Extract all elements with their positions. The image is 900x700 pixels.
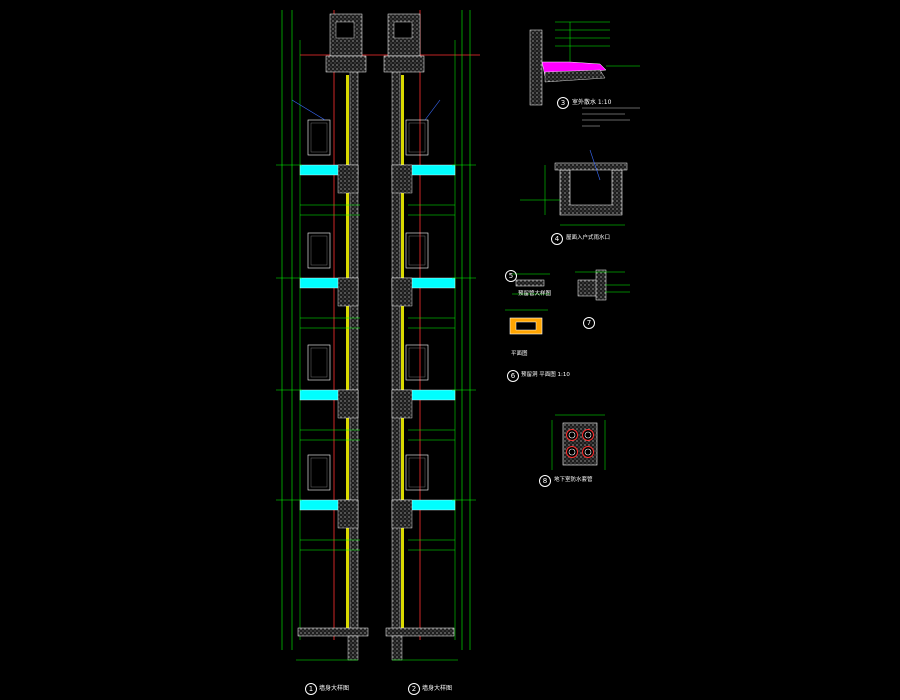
detail-8-title: 地下室防水套管 <box>554 477 593 483</box>
detail-marker-2: 2 <box>408 683 420 695</box>
left-wall-section <box>276 10 369 661</box>
detail-marker-6: 6 <box>507 370 519 382</box>
detail-marker-8: 8 <box>539 475 551 487</box>
detail-marker-7: 7 <box>583 317 595 329</box>
axis-lines <box>300 10 480 640</box>
detail-marker-4: 4 <box>551 233 563 245</box>
detail-3-apron <box>529 21 640 127</box>
detail-6-opening-plan <box>505 309 548 335</box>
detail-8-sleeves <box>551 414 606 470</box>
right-wall-section <box>383 10 476 661</box>
section-left-title: 墙身大样图 <box>319 685 350 692</box>
detail-6-title: 预留洞 平面图 1:10 <box>521 372 570 378</box>
detail-marker-3: 3 <box>557 97 569 109</box>
detail-6-plan-label: 平面图 <box>511 351 528 357</box>
detail-4-title: 屋面入户式雨水口 <box>566 235 611 241</box>
detail-marker-1: 1 <box>305 683 317 695</box>
detail-4-roof-drain <box>520 149 628 226</box>
section-right-title: 墙身大样图 <box>422 685 453 692</box>
detail-7-node <box>575 269 630 301</box>
detail-5-title: 预留管大样图 <box>518 291 552 297</box>
detail-marker-5: 5 <box>505 270 517 282</box>
detail-5-pipe <box>512 273 550 295</box>
detail-3-title: 室外散水 1:10 <box>572 99 612 106</box>
